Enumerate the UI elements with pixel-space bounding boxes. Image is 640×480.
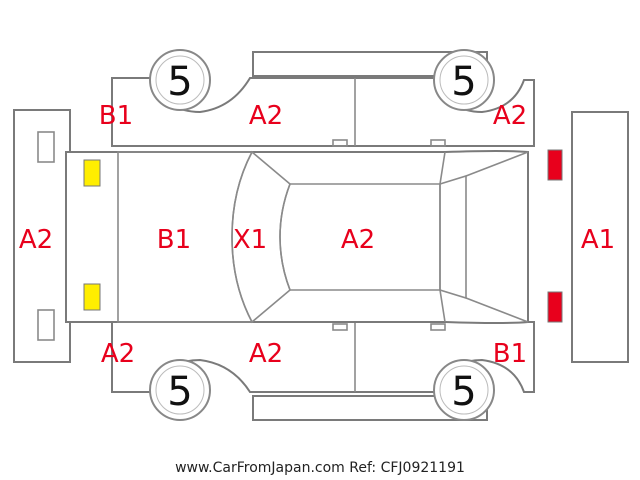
left-front-door-handle: [332, 139, 348, 147]
code-windshield: X1: [233, 225, 267, 255]
tire-rear-left: 5: [433, 49, 495, 111]
code-bonnet: B1: [157, 225, 191, 255]
code-front-right-fender: A2: [101, 339, 135, 369]
code-roof: A2: [341, 225, 375, 255]
rear-pillar-top: [439, 151, 446, 185]
headlight-bottom: [83, 283, 101, 311]
tire-front-right: 5: [149, 359, 211, 421]
tire-rear-right: 5: [433, 359, 495, 421]
headlight-top: [83, 159, 101, 187]
taillight-bottom: [547, 291, 563, 323]
rear-hatch-line-top: [465, 151, 529, 177]
footer-text: www.CarFromJapan.com Ref: CFJ0921191: [175, 460, 465, 476]
tire-rear-right-number: 5: [451, 369, 476, 415]
tire-front-left: 5: [149, 49, 211, 111]
tire-front-left-number: 5: [167, 59, 192, 105]
roof-panel: [279, 183, 441, 291]
code-rear-left-quarter: A2: [493, 101, 527, 131]
left-rear-door-handle: [430, 139, 446, 147]
tire-rear-left-number: 5: [451, 59, 476, 105]
footer-site: www.CarFromJapan.com: [175, 460, 345, 476]
footer-ref: Ref: CFJ0921191: [349, 460, 465, 476]
rear-bumper: [571, 111, 629, 363]
code-front-left-fender: B1: [99, 101, 133, 131]
right-front-door-handle: [332, 323, 348, 331]
front-bumper-fog-top: [37, 131, 55, 163]
code-rear-right-quarter: B1: [493, 339, 527, 369]
code-front-bumper: A2: [19, 225, 53, 255]
car-top-body: [65, 150, 529, 324]
rear-pillar-bottom: [439, 289, 446, 323]
code-front-left-door: A2: [249, 101, 283, 131]
right-rear-door-handle: [430, 323, 446, 331]
front-bumper: [13, 109, 71, 363]
rear-hatch-line-bottom: [465, 297, 529, 323]
tire-front-right-number: 5: [167, 369, 192, 415]
code-front-right-door: A2: [249, 339, 283, 369]
front-bumper-fog-bottom: [37, 309, 55, 341]
code-rear-bumper: A1: [581, 225, 615, 255]
taillight-top: [547, 149, 563, 181]
